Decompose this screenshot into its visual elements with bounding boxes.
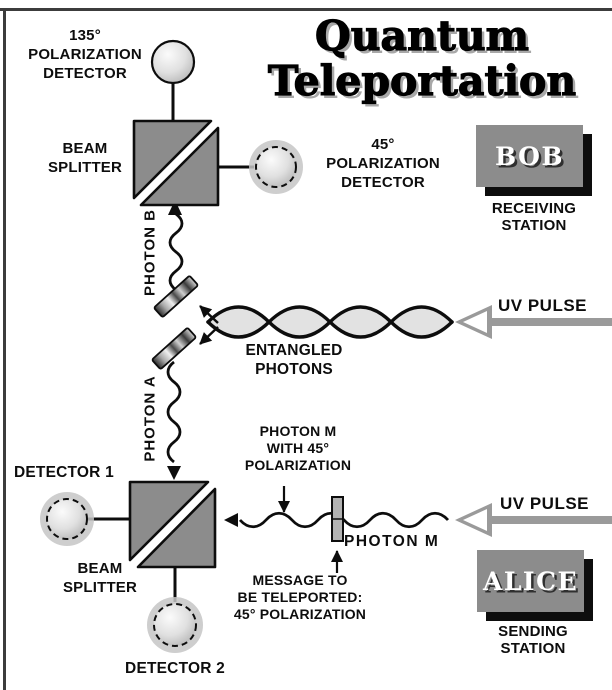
alice-station-name: ALICE	[482, 566, 579, 596]
page-title: Quantum Teleportation	[262, 12, 582, 105]
label-uv-pulse-top: UV PULSE	[498, 296, 588, 315]
uv-pulse-arrow-top	[455, 305, 612, 339]
bob-station-box: BOB	[476, 125, 583, 187]
title-line-1: Quantum	[314, 12, 530, 60]
label-entangled-photons: ENTANGLED PHOTONS	[245, 342, 343, 378]
entangled-arrow-down	[199, 326, 219, 345]
beam-splitter-bottom-shape	[128, 480, 217, 569]
mirror-bottom	[151, 327, 197, 370]
entangled-photons-chain	[206, 305, 454, 339]
label-photon-m: PHOTON M	[344, 533, 440, 550]
beam-splitter-top-shape	[132, 119, 220, 207]
label-detector-1: DETECTOR 1	[14, 464, 114, 481]
label-uv-pulse-bottom: UV PULSE	[500, 494, 590, 513]
alice-station-box: ALICE	[477, 550, 584, 612]
photon-b-arrowhead	[168, 200, 182, 215]
label-photon-m-polarization: PHOTON M WITH 45° POLARIZATION	[244, 423, 352, 473]
photon-a-arrowhead	[167, 466, 181, 480]
label-beam-splitter-top: BEAM SPLITTER	[47, 140, 123, 176]
detector-135-shape	[150, 39, 196, 85]
title-line-2: Teleportation	[267, 57, 577, 105]
label-beam-splitter-bottom: BEAM SPLITTER	[62, 560, 138, 596]
label-detector-45: 45° POLARIZATION DETECTOR	[326, 136, 440, 191]
label-receiving-station: RECEIVING STATION	[491, 200, 577, 234]
label-sending-station: SENDING STATION	[498, 623, 568, 657]
label-detector-2: DETECTOR 2	[125, 660, 225, 677]
bob-station-name: BOB	[494, 141, 564, 171]
label-message: MESSAGE TO BE TELEPORTED: 45° POLARIZATI…	[233, 572, 367, 622]
label-photon-a: PHOTON A	[141, 375, 159, 462]
frame-left-border	[3, 8, 6, 690]
label-photon-b: PHOTON B	[141, 209, 159, 296]
photon-m-arrowhead	[224, 513, 238, 527]
uv-pulse-arrow-bottom	[455, 503, 612, 537]
label-detector-135: 135° POLARIZATION DETECTOR	[28, 27, 142, 82]
detector-2-shape	[147, 597, 203, 653]
photon-b-wave	[168, 212, 184, 292]
frame-top-border	[0, 8, 612, 11]
detector-1-shape	[40, 492, 94, 546]
detector-45-shape	[249, 140, 303, 194]
photon-a-wave	[166, 360, 182, 464]
entangled-arrow-up	[199, 305, 219, 324]
mirror-top	[153, 275, 199, 318]
